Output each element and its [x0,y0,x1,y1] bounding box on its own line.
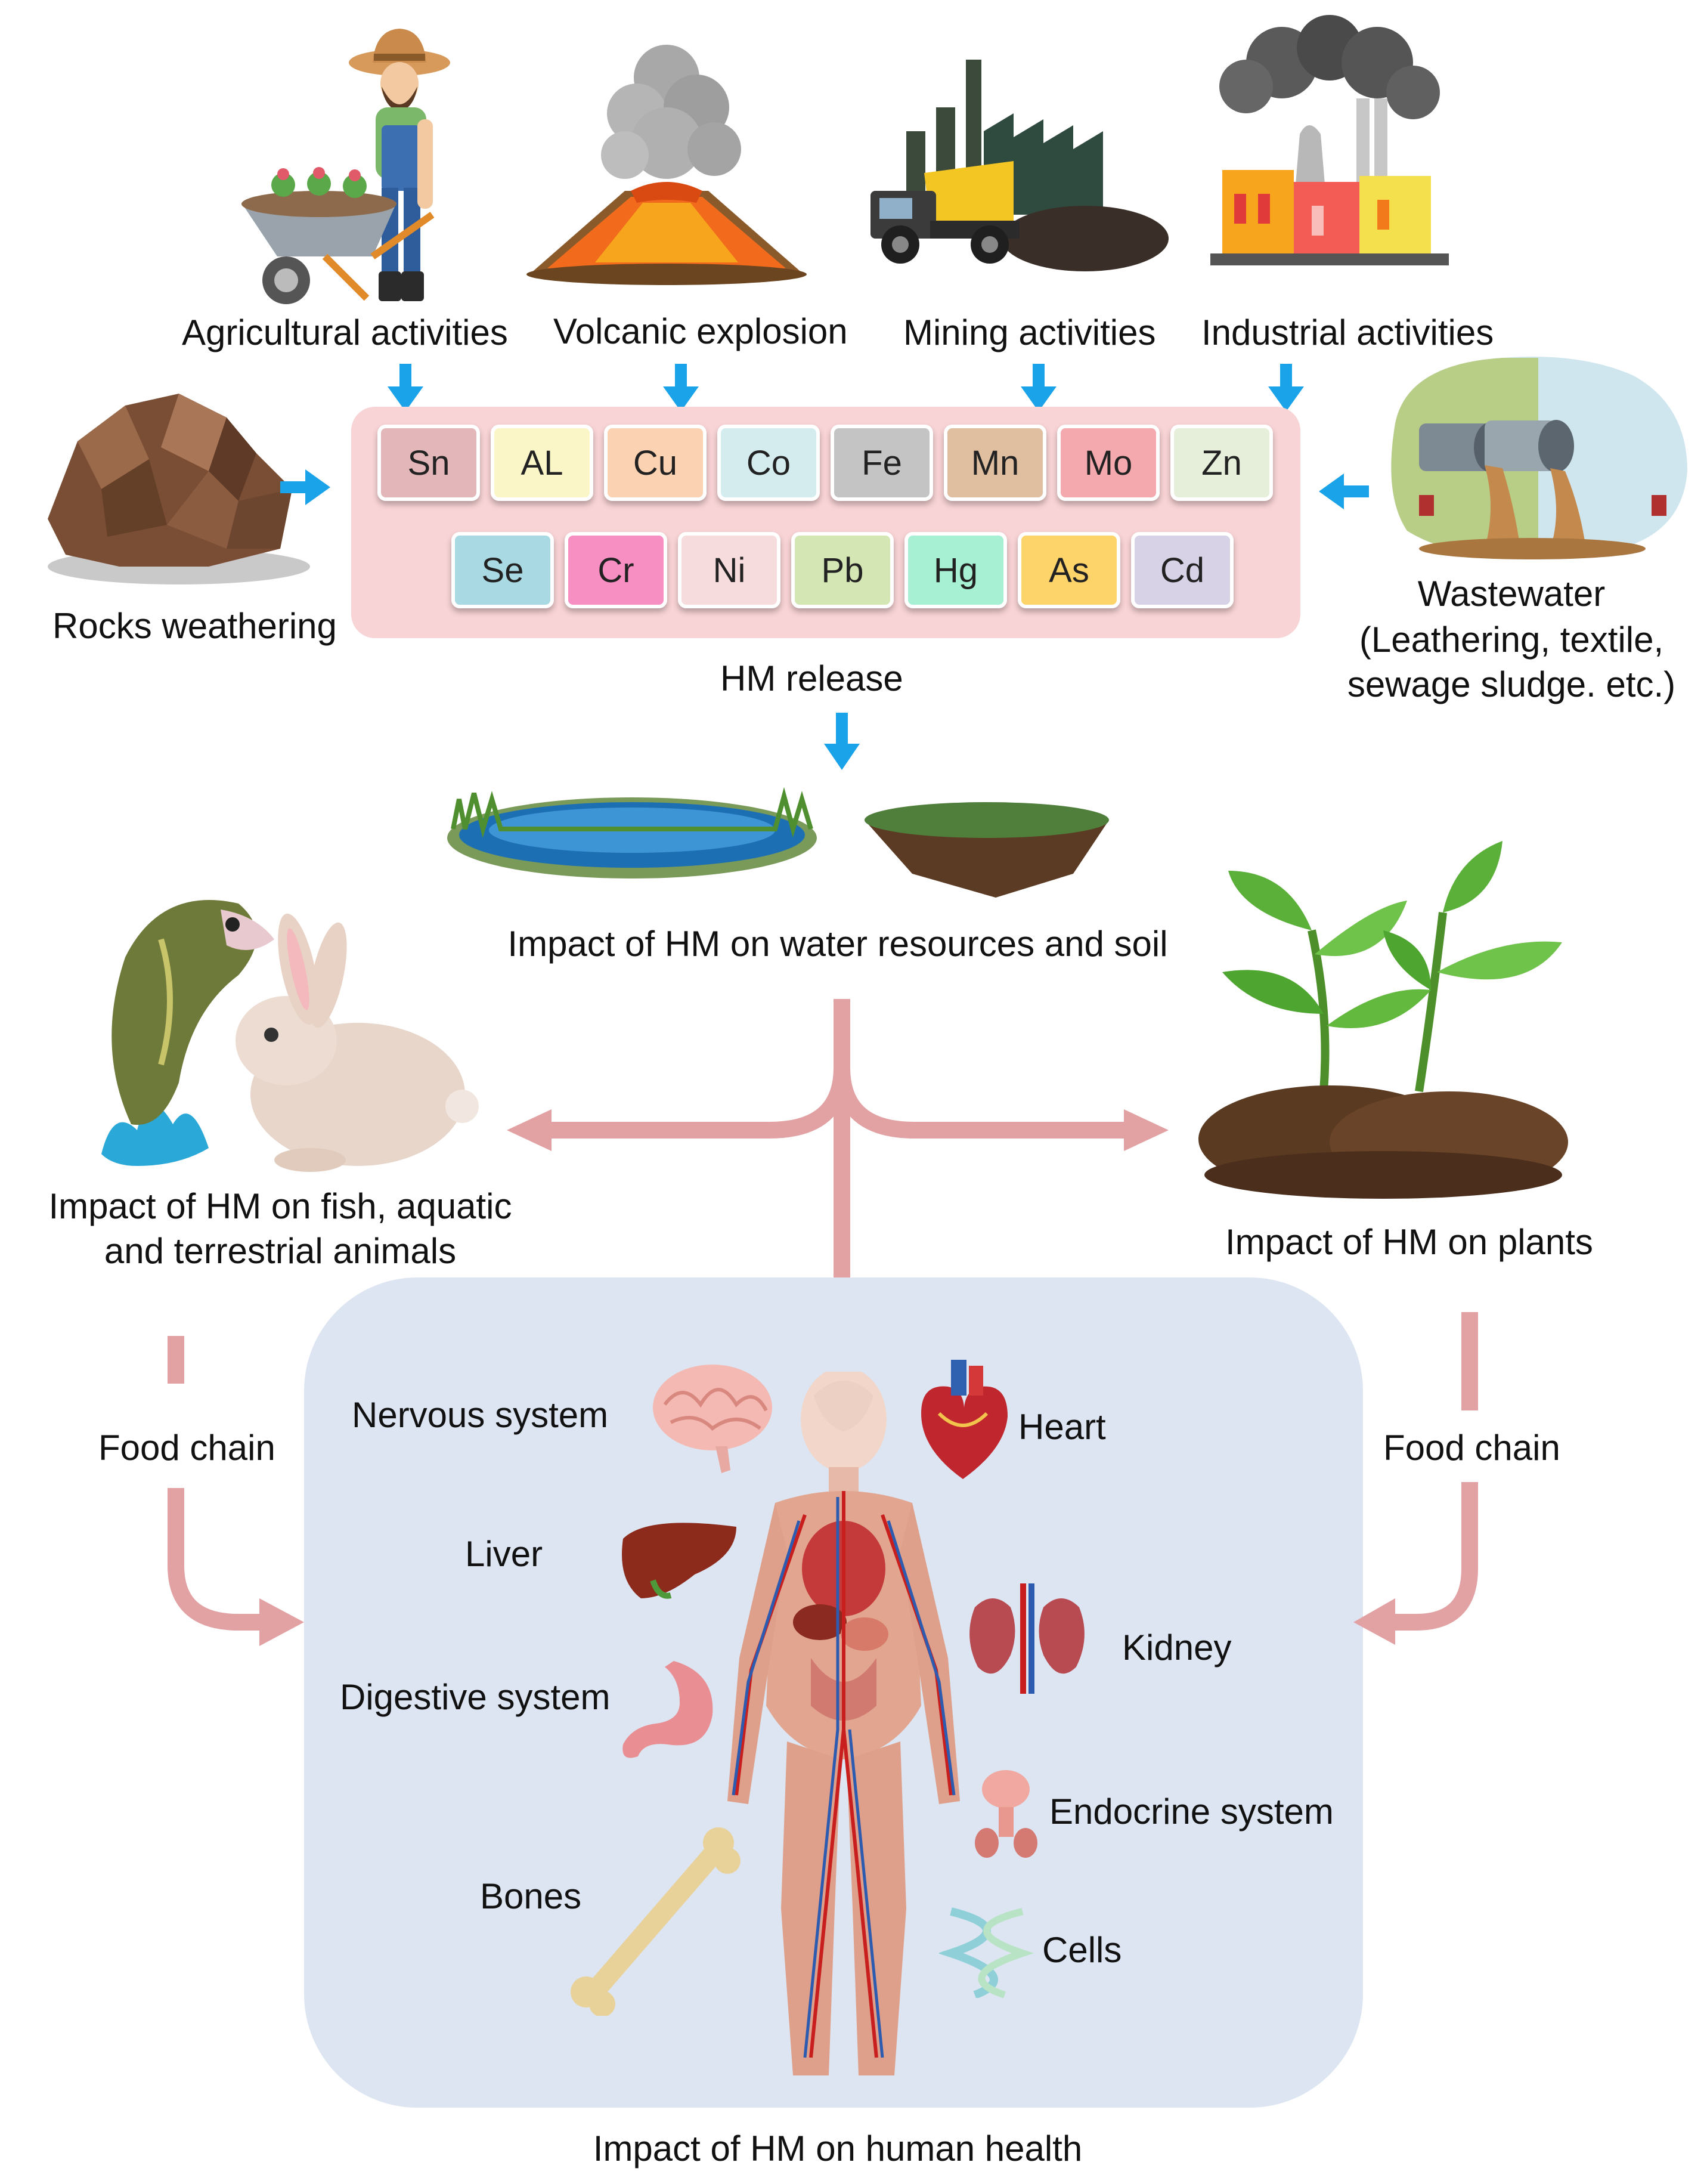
plants-impact-label: Impact of HM on plants [1225,1222,1593,1262]
industrial-label: Industrial activities [1201,313,1494,352]
blue-arrow-volcanic [663,364,699,412]
volcanic-label: Volcanic explosion [553,311,848,351]
element-tile-co: Co [717,425,820,501]
mining-illustration [870,60,1169,274]
kidney-label: Kidney [1122,1628,1232,1668]
dna-cells-icon [939,1907,1034,1998]
liver-label: Liver [465,1534,543,1574]
endocrine-system-label: Endocrine system [1049,1792,1334,1832]
element-tile-as: As [1018,532,1120,608]
blue-arrow-rocks [280,469,330,505]
element-tile-fe: Fe [831,425,933,501]
element-tile-hg: Hg [904,532,1007,608]
heart-icon [921,1360,1008,1479]
liver-icon [622,1523,736,1599]
bone-icon [571,1827,741,2016]
element-tile-pb: Pb [791,532,894,608]
element-tile-cd: Cd [1131,532,1234,608]
water-soil-impact-label: Impact of HM on water resources and soil [507,924,1168,964]
element-tile-mo: Mo [1057,425,1160,501]
blue-arrow-agricultural [388,364,423,412]
food-chain-right-label: Food chain [1383,1428,1560,1468]
brain-icon [653,1365,772,1473]
wastewater-label-line3: sewage sludge. etc.) [1347,664,1676,704]
farmer-illustration [236,18,468,310]
element-tile-zn: Zn [1170,425,1273,501]
element-tile-ni: Ni [678,532,780,608]
rocks-illustration [30,370,328,590]
heart-label: Heart [1018,1407,1106,1447]
reproductive-organ-icon [975,1770,1037,1858]
soil-illustration [859,796,1115,904]
pink-flow-arrows [507,999,1169,1363]
wastewater-label-line1: Wastewater [1417,574,1606,614]
nervous-system-label: Nervous system [352,1395,609,1435]
blue-arrow-industrial [1268,364,1304,412]
pond-illustration [441,763,823,883]
blue-arrow-mining [1021,364,1057,412]
heavy-metals-panel: Sn AL Cu Co Fe Mn Mo Zn Se Cr Ni Pb Hg A… [351,407,1300,638]
volcano-illustration [523,24,810,286]
element-tile-cu: Cu [604,425,707,501]
human-health-impact-label: Impact of HM on human health [593,2129,1083,2168]
plants-illustration [1192,835,1586,1205]
digestive-system-label: Digestive system [340,1677,611,1717]
element-tile-se: Se [451,532,554,608]
wastewater-illustration [1383,352,1693,567]
food-chain-left-label: Food chain [98,1428,275,1468]
food-chain-arrow-left [168,1336,304,1646]
element-tile-al: AL [491,425,593,501]
stomach-icon [622,1661,713,1758]
blue-arrow-release [824,713,860,770]
animals-impact-label-line1: Impact of HM on fish, aquatic [48,1186,512,1226]
animals-impact-label-line2: and terrestrial animals [104,1231,457,1271]
element-tile-cr: Cr [565,532,667,608]
mining-label: Mining activities [903,313,1156,352]
bones-label: Bones [480,1876,582,1916]
food-chain-arrow-right [1353,1312,1478,1645]
fish-rabbit-illustration [60,868,489,1178]
kidney-icon [969,1583,1085,1694]
wastewater-label-line2: (Leathering, textile, [1359,620,1664,660]
industry-illustration [1210,15,1449,271]
rocks-label: Rocks weathering [52,606,337,646]
element-tile-sn: Sn [377,425,480,501]
human-body-illustration [715,1372,972,2093]
element-tile-mn: Mn [944,425,1046,501]
blue-arrow-wastewater [1319,474,1369,509]
cells-label: Cells [1042,1930,1122,1970]
agricultural-label: Agricultural activities [182,313,508,352]
hm-release-label: HM release [720,658,903,698]
